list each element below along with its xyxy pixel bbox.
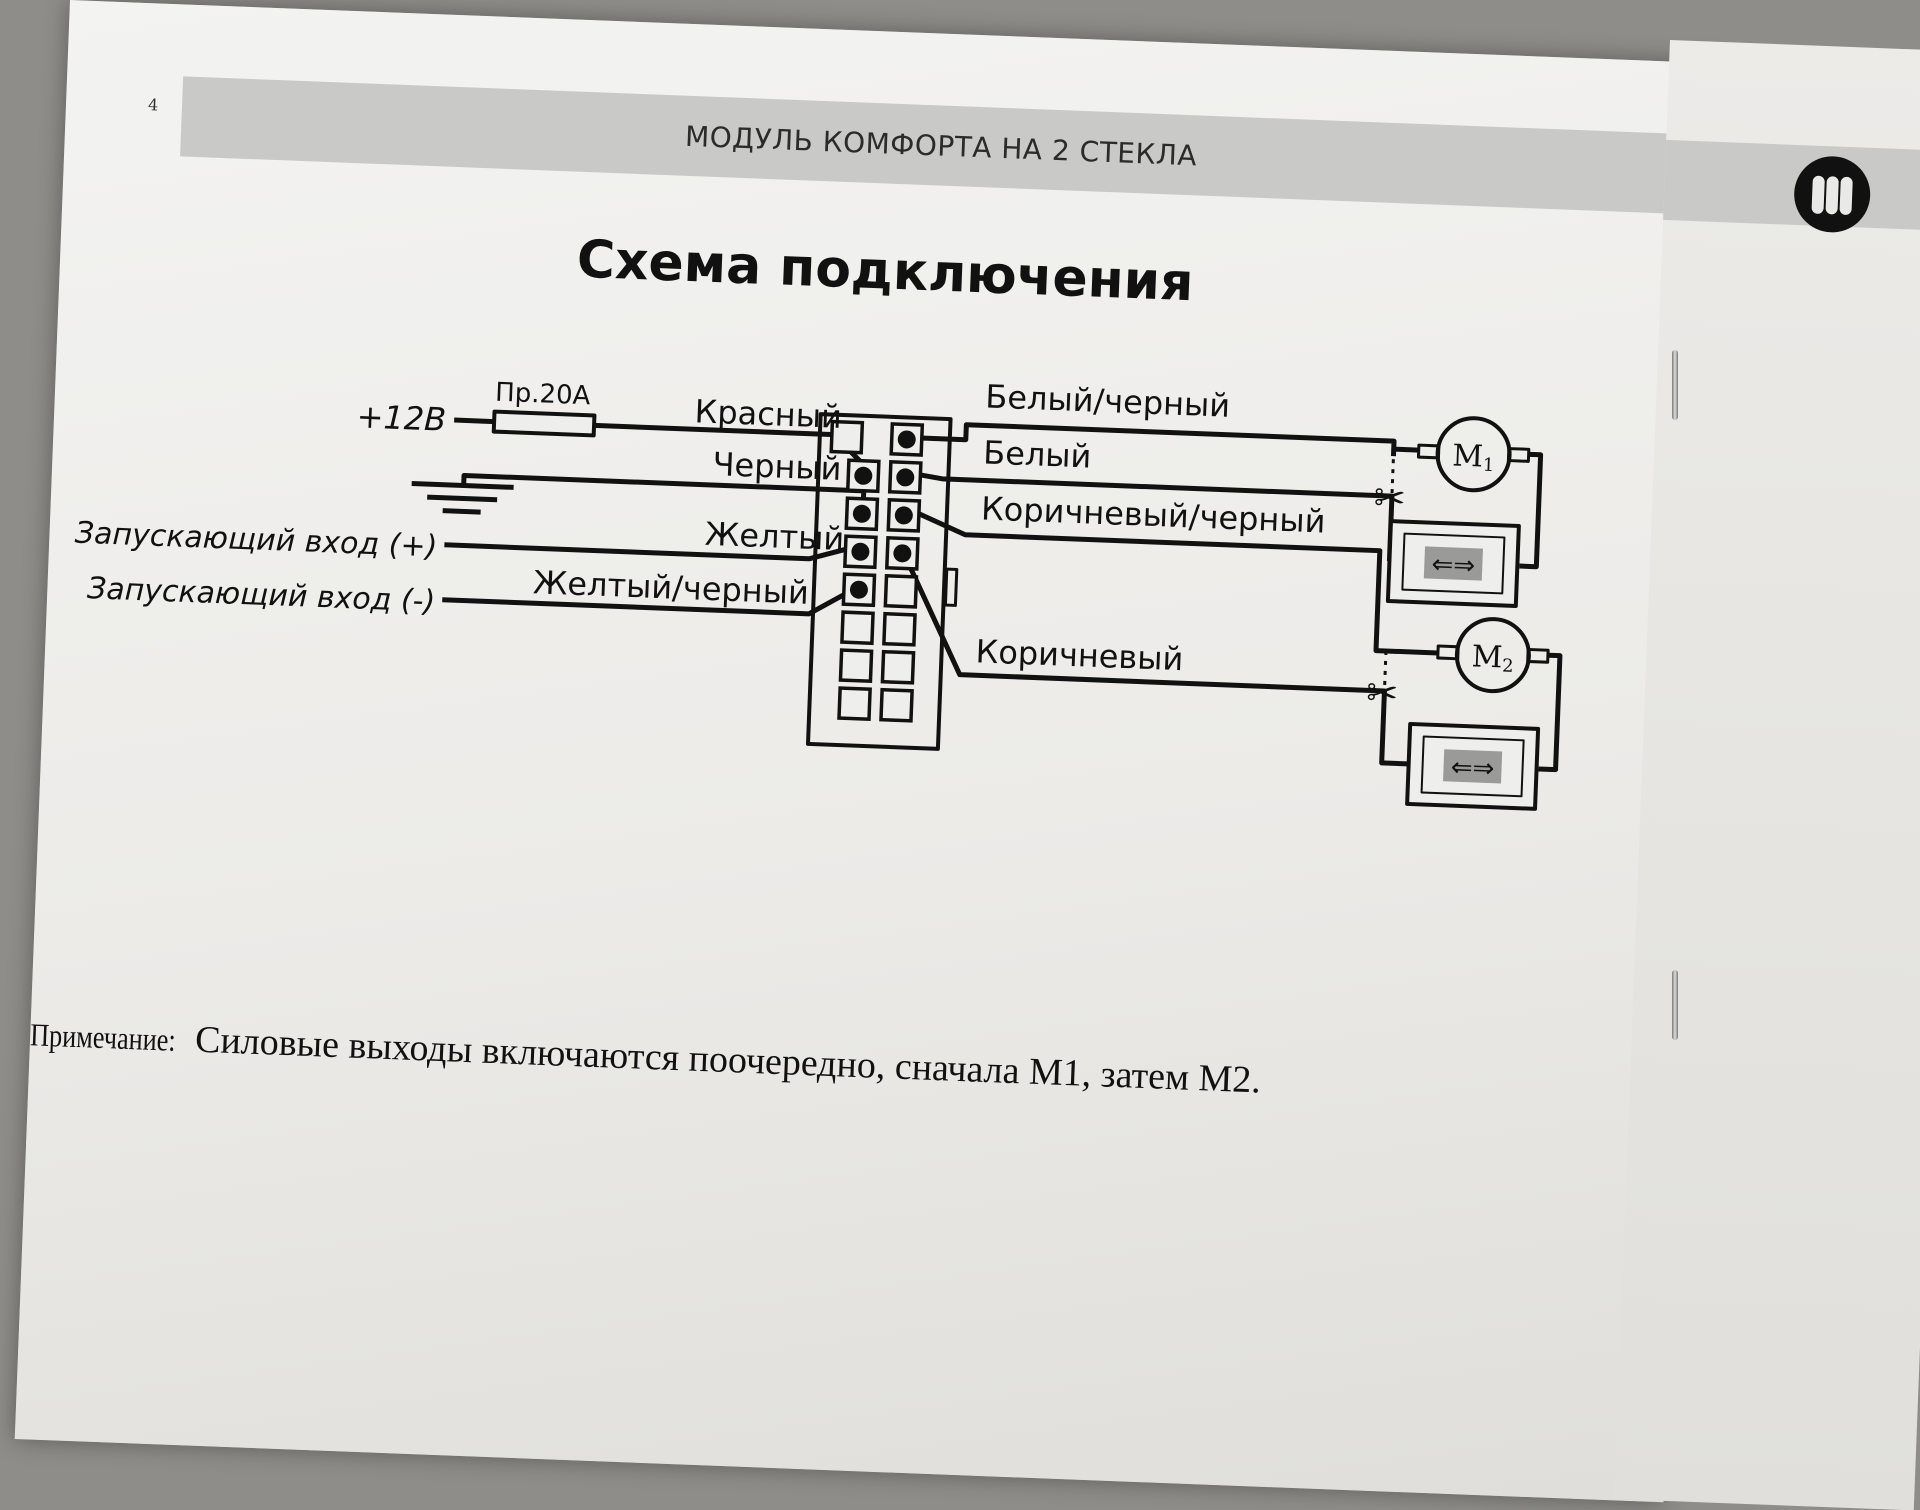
- wire-label-red: Красный: [694, 392, 843, 436]
- wire-label-white: Белый: [983, 433, 1093, 475]
- pin-cell: [840, 650, 871, 681]
- wire-m2-loop: [1539, 655, 1560, 770]
- power-label: +12В: [356, 397, 447, 438]
- input-label-trigger-minus: Запускающий вход (-): [86, 571, 435, 619]
- motor-m1-subscript: 1: [1482, 455, 1494, 476]
- pin-cell: [839, 688, 870, 719]
- svg-text:M1: M1: [1452, 438, 1496, 476]
- adjacent-page-header-band: [1663, 140, 1920, 231]
- wire-label-white-black: Белый/черный: [985, 377, 1231, 424]
- motor-m2-subscript: 2: [1502, 655, 1514, 676]
- fuse-label: Пр.20А: [495, 378, 591, 412]
- pin-cell: [885, 576, 916, 607]
- wiring-diagram: ⇐⇒ ⇐⇒ ✂ ✂ M1 M2 +12В Пр.20А Красный Черн…: [32, 0, 1719, 1063]
- motor-m2-label: M: [1471, 639, 1503, 675]
- fuse: [494, 412, 595, 436]
- note-label: Примечание:: [30, 1016, 177, 1059]
- svg-text:M2: M2: [1471, 639, 1515, 677]
- wire-label-brown-black: Коричневый/черный: [980, 489, 1326, 540]
- ground-symbol: [412, 483, 514, 487]
- connector-latch: [945, 569, 956, 605]
- input-label-trigger-plus: Запускающий вход (+): [74, 516, 438, 565]
- pin-cell: [882, 652, 913, 683]
- staple-bottom: [1672, 970, 1678, 1040]
- scissors-icon: ✂: [1373, 475, 1407, 520]
- scissors-icon: ✂: [1366, 670, 1400, 715]
- motor-m1-label: M: [1452, 438, 1484, 474]
- pin-cell: [881, 690, 912, 721]
- window-switch-2-arrows: ⇐⇒: [1450, 753, 1495, 785]
- wire-label-yellow: Желтый: [704, 515, 845, 558]
- window-switch-1-arrows: ⇐⇒: [1431, 550, 1476, 582]
- staple-top: [1672, 350, 1678, 420]
- wire-label-black: Черный: [712, 445, 842, 488]
- wire-label-brown: Коричневый: [975, 632, 1184, 678]
- wire-m1-loop: [1519, 454, 1540, 567]
- pin-cell: [884, 614, 915, 645]
- pin-cell: [842, 612, 873, 643]
- manual-page: 4 МОДУЛЬ КОМФОРТА НА 2 СТЕКЛА Схема подк…: [15, 0, 1719, 1502]
